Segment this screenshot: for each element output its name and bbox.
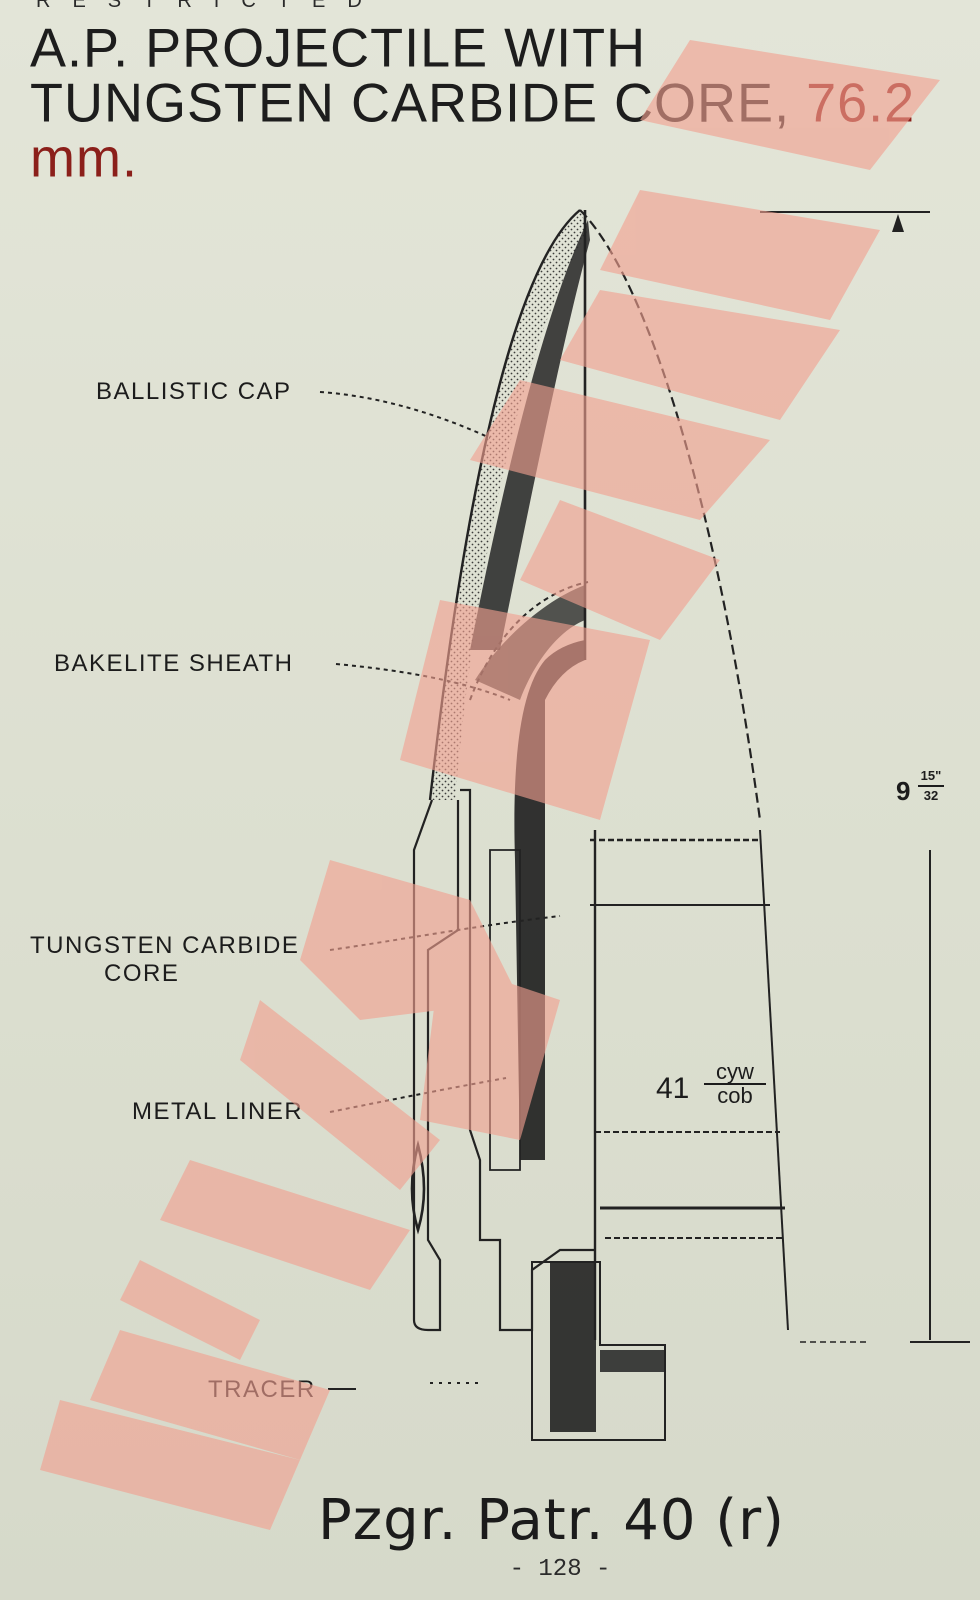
- lot-code-bottom: cob: [717, 1083, 753, 1108]
- leader-ballistic-cap: [319, 391, 491, 439]
- tracer-cavity: [550, 1262, 596, 1432]
- lot-code-top: cyw: [716, 1059, 754, 1084]
- lot-code: cyw cob: [704, 1059, 766, 1108]
- restricted-marking: RESTRICTED: [36, 0, 384, 12]
- inner-liner-outline: [489, 849, 521, 1171]
- tungsten-core-shape: [514, 640, 585, 1160]
- label-ballistic-cap: BALLISTIC CAP: [96, 378, 292, 405]
- label-tungsten-carbide-core-line1: TUNGSTEN CARBIDE: [30, 932, 300, 959]
- top-dimension-arrow: [892, 214, 904, 232]
- label-tracer: TRACER: [208, 1376, 316, 1403]
- body-left-outline: [412, 799, 460, 1332]
- label-metal-liner: METAL LINER: [132, 1098, 304, 1125]
- ballistic-cap-outline-right: [579, 209, 762, 821]
- label-bakelite-sheath: BAKELITE SHEATH: [54, 650, 294, 677]
- dimension-denominator: 32: [923, 788, 939, 803]
- height-dimension: 9 15" 32: [896, 768, 944, 807]
- leader-metal-liner: [329, 1077, 507, 1113]
- body-right-side: [759, 829, 789, 1331]
- base-outline: [531, 1261, 666, 1441]
- lot-number: 41: [656, 1072, 690, 1105]
- base-plug: [600, 1350, 664, 1372]
- dimension-fraction: 15" 32: [918, 768, 944, 804]
- lot-marking: 41 cyw cob: [656, 1061, 766, 1107]
- title-line-1: A.P. PROJECTILE WITH: [30, 17, 647, 79]
- label-tungsten-carbide-core-line2: CORE: [104, 960, 180, 987]
- dimension-whole: 9: [896, 776, 911, 806]
- figure-caption: Pzgr. Patr. 40 (r): [318, 1488, 785, 1553]
- page-number: - 128 -: [509, 1556, 611, 1583]
- dimension-numerator: 15": [920, 768, 942, 783]
